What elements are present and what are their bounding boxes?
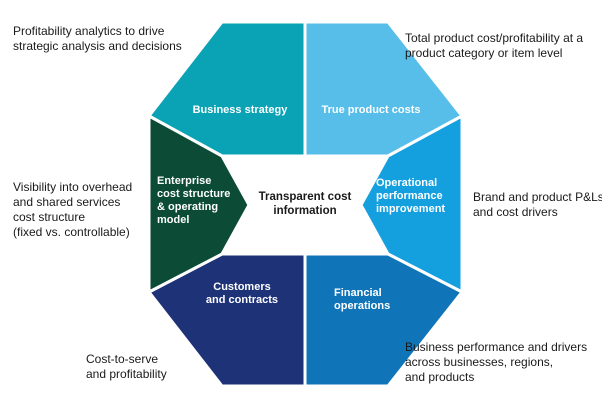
note-line: Business performance and drivers	[405, 340, 588, 354]
segment-label-line: True product costs	[321, 104, 420, 116]
segment-label-line: and contracts	[206, 294, 278, 306]
note-bottom-left: Cost-to-serve and profitability	[86, 352, 167, 382]
segment-label-line: performance	[376, 190, 443, 202]
note-line: strategic analysis and decisions	[13, 39, 182, 53]
segment-label-line: Financial	[334, 287, 382, 299]
segment-enterprise-cost-structure	[147, 114, 251, 294]
note-line: Visibility into overhead	[13, 180, 133, 194]
center-label-line: information	[273, 205, 336, 217]
note-line: and shared services	[13, 195, 121, 209]
note-top-right: Total product cost/profitability at a pr…	[405, 31, 583, 61]
note-line: Total product cost/profitability at a	[405, 31, 584, 45]
note-middle-right: Brand and product P&Ls and cost drivers	[473, 190, 602, 220]
segment-label-line: model	[157, 214, 189, 226]
segment-label-line: Enterprise	[157, 175, 211, 187]
segment-label-line: Customers	[213, 281, 270, 293]
segment-label-line: operations	[334, 300, 390, 312]
center-label-line: Transparent cost	[259, 191, 352, 203]
note-bottom-right: Business performance and drivers across …	[405, 340, 587, 385]
note-line: Profitability analytics to drive	[13, 24, 165, 38]
note-line: product category or item level	[405, 46, 563, 60]
segment-operational-performance-improvement	[359, 114, 464, 294]
note-line: cost structure	[13, 210, 86, 224]
note-middle-left: Visibility into overhead and shared serv…	[13, 180, 132, 240]
hexagon-segments	[147, 20, 464, 388]
segment-label-line: cost structure	[157, 188, 230, 200]
segment-label-line: Business strategy	[193, 104, 289, 116]
note-line: across businesses, regions,	[405, 355, 554, 369]
note-line: and cost drivers	[473, 205, 558, 219]
center-hexagon	[249, 156, 361, 254]
segment-label-business-strategy: Business strategy	[193, 104, 289, 116]
segment-label-line: & operating	[157, 201, 218, 213]
note-line: and profitability	[86, 367, 167, 381]
note-top-left: Profitability analytics to drive strateg…	[13, 24, 182, 54]
segment-label-true-product-costs: True product costs	[321, 104, 420, 116]
note-line: Brand and product P&Ls	[473, 190, 602, 204]
segment-label-line: improvement	[376, 203, 445, 215]
note-line: Cost-to-serve	[86, 352, 159, 366]
note-line: (fixed vs. controllable)	[13, 225, 130, 239]
note-line: and products	[405, 370, 475, 384]
segment-label-line: Operational	[376, 177, 437, 189]
center-label: Transparent cost information	[259, 191, 352, 217]
